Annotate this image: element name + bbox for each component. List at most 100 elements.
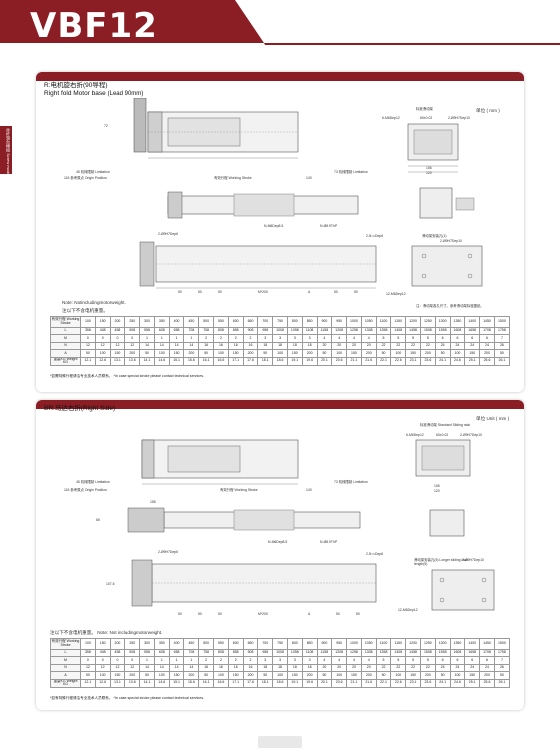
table-cell: 21.1 (346, 678, 362, 688)
row-header: 重量KG Weight KG (50, 678, 81, 688)
table-cell: 22 (405, 663, 421, 673)
table-cell: 5 (390, 334, 407, 343)
table-cell: 1 (139, 334, 155, 343)
table-cell: 100 (80, 316, 96, 328)
table-cell: 608 (153, 326, 170, 336)
table-cell: 21.6 (360, 678, 377, 688)
table-cell: 1050 (360, 316, 377, 328)
table-cell: 26 (493, 341, 511, 351)
table-cell: 6 (434, 334, 451, 343)
table-cell: 908 (242, 326, 259, 336)
table-cell: 250 (124, 638, 141, 650)
table-cell: 200 (360, 671, 377, 680)
side-view-drawing (127, 507, 361, 533)
table-cell: 150 (286, 349, 303, 358)
table-cell: 550 (213, 316, 229, 328)
table-cell: 25.6 (479, 356, 495, 366)
top-view-drawing (141, 439, 299, 485)
table-cell: 608 (153, 648, 170, 658)
table-cell: 1 (168, 656, 185, 665)
std-rack-label: 标准滑动架 (416, 107, 433, 111)
m-hole-label: 6-M6Dep12 (406, 433, 424, 437)
table-cell: 23.6 (419, 356, 436, 366)
table-cell: 16.1 (198, 356, 215, 366)
table-cell: 18.1 (257, 356, 274, 366)
page-number-box (258, 736, 302, 748)
table-cell: 200 (419, 671, 436, 680)
table-cell: 1108 (301, 648, 318, 658)
table-cell: 26.1 (493, 356, 511, 366)
table-cell: 100 (449, 671, 466, 680)
side-view-drawing (167, 191, 359, 219)
table-cell: 26 (493, 663, 511, 673)
table-cell: 15.1 (168, 678, 185, 688)
table-cell: 408 (94, 648, 111, 658)
table-cell: 50 (493, 671, 511, 680)
table-cell: 20 (360, 341, 377, 351)
table-cell: 14.1 (139, 678, 155, 688)
table-cell: 1150 (390, 316, 407, 328)
slider-dir-label: 滑动架安装孔(1) (422, 234, 447, 238)
table-cell: 16 (242, 663, 259, 673)
table-cell: 200 (124, 349, 141, 358)
dim-a: A (308, 290, 311, 294)
table-cell: 1100 (375, 638, 392, 650)
table-cell: 7 (493, 656, 511, 665)
table-cell: 5 (375, 656, 392, 665)
table-cell: 1200 (405, 316, 421, 328)
dim-106: 106 (426, 166, 432, 170)
origin-label: 115 参考原点 Origin Position (64, 488, 107, 492)
row-header: 有效行程 Working Stroke (50, 316, 81, 328)
table-cell: 12 (124, 663, 141, 673)
table-cell: 358 (80, 326, 96, 336)
table-cell: 12.6 (94, 678, 111, 688)
table-cell: 6 (434, 656, 451, 665)
table-cell: 1 (139, 656, 155, 665)
table-cell: 16 (198, 663, 215, 673)
table-cell: 21.1 (346, 356, 362, 366)
row-header: A (50, 671, 81, 680)
table-cell: 14 (183, 663, 200, 673)
nut1-label: N-M6Dep8.5 (268, 540, 288, 544)
table-cell: 1300 (434, 316, 451, 328)
table-cell: 1358 (375, 648, 392, 658)
row-header: N (50, 663, 81, 673)
table-cell: 1 (183, 656, 200, 665)
table-cell: 24 (449, 663, 466, 673)
table-cell: 4 (331, 656, 348, 665)
table-cell: 150 (94, 638, 111, 650)
table-cell: 14 (183, 341, 200, 351)
table-cell: 1708 (479, 648, 495, 658)
table-cell: 21.6 (360, 356, 377, 366)
table-cell: 20.6 (331, 678, 348, 688)
table-cell: 50 (257, 349, 274, 358)
table-cell: 18 (257, 341, 274, 351)
table-cell: 12 (94, 341, 111, 351)
table-cell: 4 (346, 656, 362, 665)
table-cell: 20 (360, 663, 377, 673)
table-cell: 6 (479, 656, 495, 665)
table-cell: 808 (213, 648, 229, 658)
table-cell: 100 (153, 349, 170, 358)
table-cell: 850 (301, 316, 318, 328)
dim-m200: M*200 (258, 612, 268, 616)
table-cell: 22 (419, 341, 436, 351)
table-cell: 50 (375, 349, 392, 358)
nut2-label: N-Ø8.9ThP (320, 540, 338, 544)
table-cell: 200 (109, 638, 126, 650)
table-cell: 758 (198, 326, 215, 336)
table-cell: 14 (168, 341, 185, 351)
dim-50-a: 50 (178, 290, 182, 294)
table-cell: 1158 (316, 648, 333, 658)
table-cell: 900 (316, 638, 333, 650)
table-cell: 50 (375, 671, 392, 680)
section-right-fold: R:电机旋右折(90导程) Right fold Motor base (Lea… (36, 72, 524, 392)
table-cell: 400 (168, 638, 185, 650)
table-cell: 19.6 (301, 678, 318, 688)
table-cell: 200 (183, 671, 200, 680)
table-cell: 1608 (449, 326, 466, 336)
table-cell: 300 (139, 638, 155, 650)
